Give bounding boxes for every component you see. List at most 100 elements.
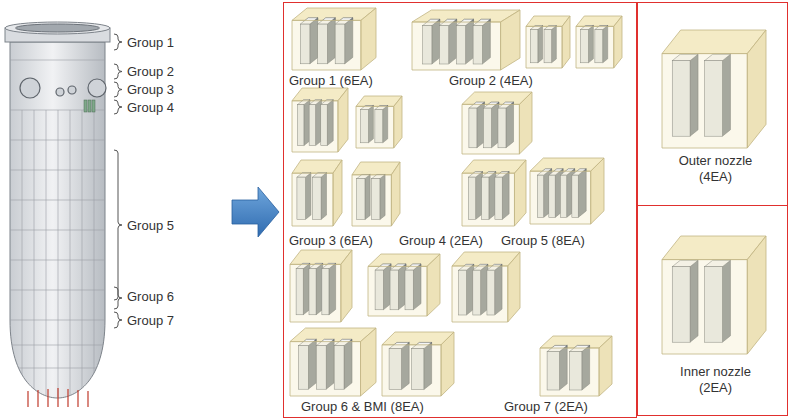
grid-line xyxy=(10,230,105,231)
part-thumbnail xyxy=(662,236,766,354)
box-front xyxy=(526,26,562,68)
bracket xyxy=(114,64,122,79)
box-front xyxy=(290,342,361,396)
part-thumbnail xyxy=(540,336,612,396)
instrument-tube xyxy=(87,391,88,407)
group-caption: Group 3 (6EA) xyxy=(289,233,373,249)
box-side xyxy=(361,328,376,396)
grid-line xyxy=(58,110,59,400)
group-caption: Outer nozzle (4EA) xyxy=(641,153,790,184)
group-caption: Group 1 (6EA) xyxy=(289,73,373,89)
grid-line xyxy=(94,110,95,400)
box-side xyxy=(427,254,440,316)
part-thumbnail xyxy=(462,92,532,154)
group-label: Group 1 xyxy=(127,35,174,51)
box-side xyxy=(341,250,352,322)
box-side xyxy=(599,336,612,396)
part-thumbnail xyxy=(576,16,622,68)
box-side xyxy=(591,158,604,224)
part-thumbnail xyxy=(352,162,400,226)
vessel-grid xyxy=(10,60,105,400)
vessel-body xyxy=(10,42,105,398)
bracket xyxy=(114,82,122,97)
box-front xyxy=(462,173,514,226)
bracket xyxy=(114,100,122,114)
box-side xyxy=(747,30,766,148)
box-front xyxy=(292,173,333,226)
vessel-support xyxy=(84,100,87,112)
box-side xyxy=(391,162,400,226)
group-caption: Group 5 (8EA) xyxy=(501,233,585,249)
box-side xyxy=(562,16,570,68)
group-label: Group 7 xyxy=(127,313,174,329)
group-caption: Group 4 (2EA) xyxy=(399,233,483,249)
panel-box: Inner nozzle (2EA) xyxy=(637,205,788,416)
part-thumbnail xyxy=(526,16,570,68)
box-front xyxy=(452,266,508,322)
box-front xyxy=(662,54,747,148)
flow-arrow xyxy=(232,187,279,237)
box-front xyxy=(356,106,394,148)
box-front xyxy=(352,175,391,226)
flange-top xyxy=(5,22,110,34)
reactor-vessel xyxy=(5,22,110,407)
nozzle xyxy=(20,78,40,98)
box-side xyxy=(614,16,622,68)
box-side xyxy=(338,88,348,152)
grid-line xyxy=(22,110,23,400)
grid-line xyxy=(82,110,83,400)
box-front xyxy=(368,266,427,316)
part-thumbnail xyxy=(452,252,520,322)
nozzle xyxy=(68,86,76,94)
bracket xyxy=(114,150,122,300)
flange-bore xyxy=(16,24,100,32)
part-thumbnail xyxy=(290,328,376,396)
instrument-tube xyxy=(67,389,68,407)
part-thumbnail xyxy=(382,332,454,396)
grid-line xyxy=(10,290,105,291)
grid-line xyxy=(10,320,105,321)
box-side xyxy=(361,8,376,70)
grid-line xyxy=(34,110,35,400)
vessel-support xyxy=(92,100,95,112)
part-thumbnail xyxy=(292,160,342,226)
box-front xyxy=(530,171,591,224)
box-front xyxy=(412,22,501,70)
part-thumbnail xyxy=(462,160,526,226)
part-thumbnail xyxy=(368,254,440,316)
box-front xyxy=(462,104,519,154)
box-front xyxy=(292,20,361,70)
bracket xyxy=(114,312,122,328)
grid-line xyxy=(10,60,105,61)
grid-line xyxy=(70,110,71,400)
grid-line xyxy=(10,200,105,201)
grid-line xyxy=(10,140,105,141)
box-front xyxy=(576,26,614,68)
group-label: Group 2 xyxy=(127,64,174,80)
grid-line xyxy=(10,170,105,171)
part-thumbnail xyxy=(530,158,604,224)
group-caption: Group 2 (4EA) xyxy=(449,73,533,89)
box-front xyxy=(382,345,441,396)
part-thumbnail xyxy=(292,8,376,70)
group-label: Group 6 xyxy=(127,289,174,305)
box-side xyxy=(441,332,454,396)
box-side xyxy=(501,10,520,70)
part-thumbnail xyxy=(290,250,352,322)
group-caption: Inner nozzle (2EA) xyxy=(641,364,790,395)
instrument-tube xyxy=(77,390,78,407)
part-thumbnail xyxy=(292,88,348,152)
group-caption: Group 6 & BMI (8EA) xyxy=(301,399,424,415)
box-side xyxy=(333,160,342,226)
box-front xyxy=(540,348,599,396)
grid-line xyxy=(10,260,105,261)
nozzle xyxy=(88,79,106,97)
part-thumbnail xyxy=(412,10,520,70)
group-label: Group 4 xyxy=(127,100,174,116)
bracket xyxy=(114,34,122,50)
grid-line xyxy=(46,110,47,400)
box-side xyxy=(747,236,766,354)
grid-line xyxy=(10,345,105,346)
